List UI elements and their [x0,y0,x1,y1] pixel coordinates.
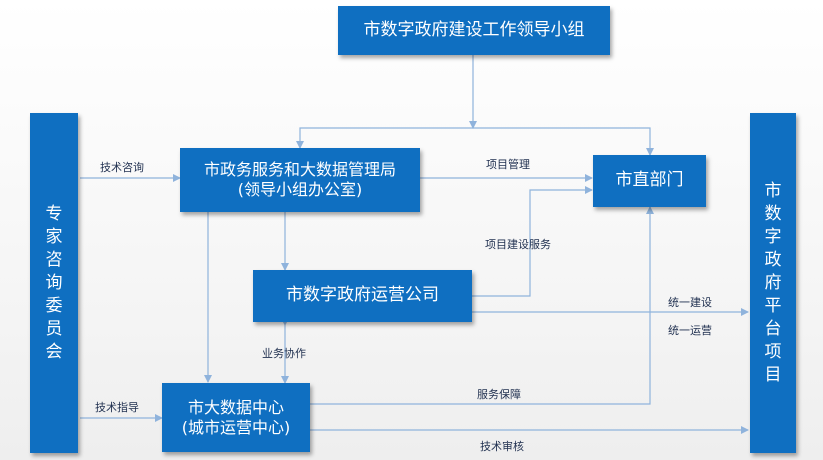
node-data-center: 市大数据中心 (城市运营中心) [162,383,310,452]
node-platform-projects: 市数字政府平台项目 [750,113,796,453]
vertical-char: 市 [764,180,782,201]
vertical-char: 政 [764,249,782,270]
vertical-char: 会 [45,341,63,362]
vertical-char: 家 [45,226,63,247]
vertical-char: 委 [45,295,63,316]
node-bureau-line1: 市政务服务和大数据管理局 [203,160,396,179]
edge-group-to-depts [473,127,654,156]
node-leading-group: 市数字政府建设工作领导小组 [338,6,610,55]
label-tech-guidance: 技术指导 [95,401,139,414]
node-ops-company: 市数字政府运营公司 [253,270,472,322]
node-city-depts: 市直部门 [593,155,706,207]
node-expert-committee: 专家咨询委员会 [30,113,78,453]
label-service-guarantee: 服务保障 [477,388,521,401]
node-data-center-line2: (城市运营中心) [181,417,291,437]
node-bureau: 市政务服务和大数据管理局 (领导小组办公室) [180,148,420,212]
label-project-mgmt: 项目管理 [486,158,530,171]
vertical-char: 府 [764,272,782,293]
label-tech-review: 技术审核 [480,440,524,453]
node-data-center-line1: 市大数据中心 [187,397,284,417]
node-city-depts-label: 市直部门 [615,170,684,191]
vertical-char: 字 [764,226,782,247]
label-project-build-service: 项目建设服务 [485,238,551,251]
vertical-char: 咨 [45,249,63,270]
vertical-char: 台 [764,318,782,339]
edge-group-to-bureau [296,127,473,149]
label-tech-consult: 技术咨询 [100,161,144,174]
vertical-char: 数 [764,203,782,224]
node-expert-committee-label: 专家咨询委员会 [46,203,63,364]
vertical-char: 专 [45,203,63,224]
edge-service-guarantee [310,206,654,405]
vertical-char: 目 [764,364,782,385]
vertical-char: 员 [45,318,63,339]
node-leading-group-label: 市数字政府建设工作领导小组 [363,19,585,40]
node-bureau-line2: (领导小组办公室) [237,180,363,199]
edge-project-build-service [472,186,593,297]
vertical-char: 平 [764,295,782,316]
vertical-char: 项 [764,341,782,362]
node-ops-company-label: 市数字政府运营公司 [286,285,439,306]
vertical-char: 询 [45,272,63,293]
label-business-collab: 业务协作 [262,347,306,360]
node-platform-projects-label: 市数字政府平台项目 [765,180,782,387]
label-unified-build: 统一建设 [668,296,712,309]
label-unified-ops: 统一运营 [668,324,712,337]
